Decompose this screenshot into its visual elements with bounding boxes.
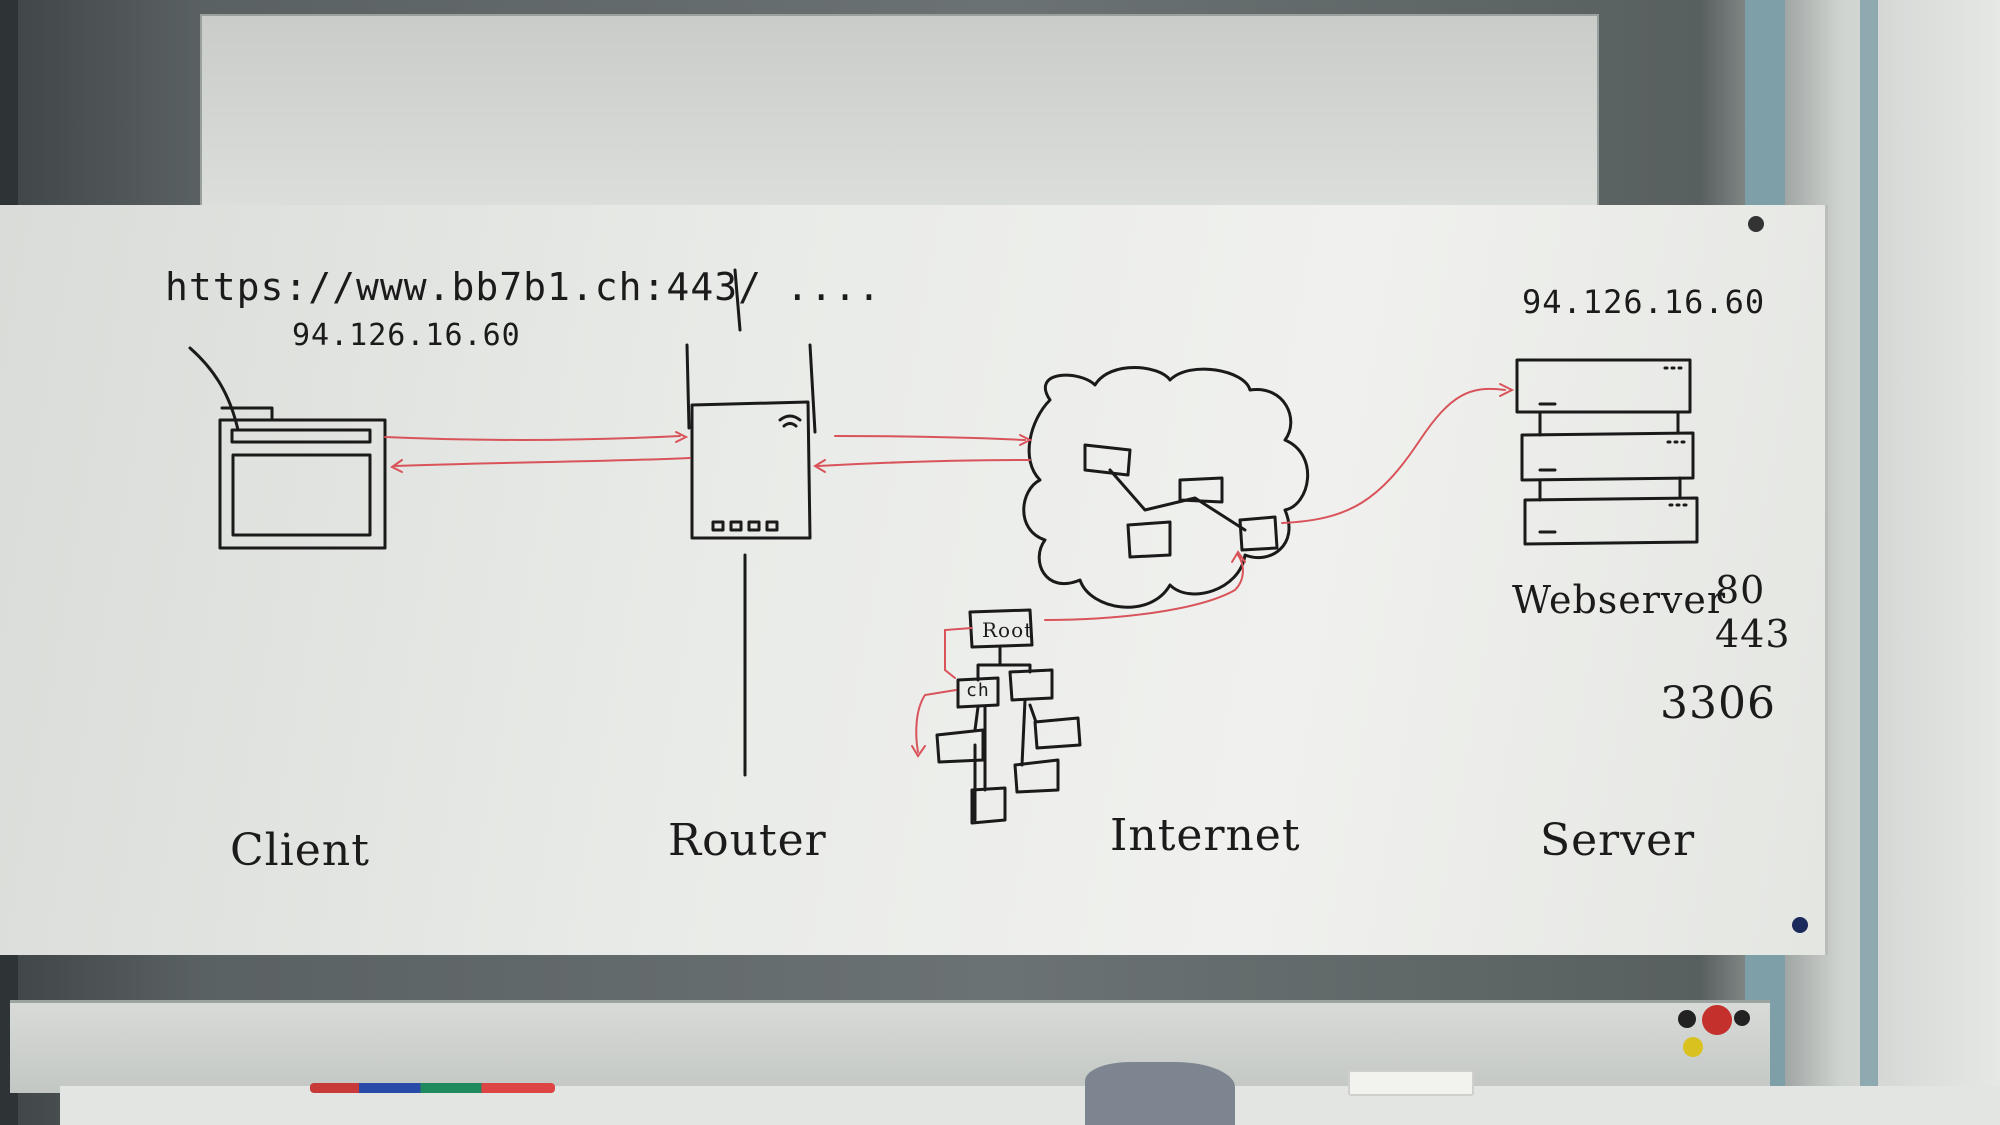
magnet-red (1702, 1005, 1732, 1035)
url-label: https://www.bb7b1.ch:443/ .... (165, 265, 882, 309)
port-80-label: 80 (1715, 568, 1766, 612)
root-to-ch-arrow (944, 627, 973, 679)
router-to-client-arrow (394, 457, 691, 467)
magnet-black-2 (1734, 1010, 1750, 1026)
server-section-label: Server (1540, 815, 1696, 866)
client-to-router-arrow (384, 435, 681, 441)
server-ip-label: 94.126.16.60 (1522, 283, 1766, 321)
markers (310, 1083, 555, 1093)
magnet-yellow (1683, 1037, 1703, 1057)
cloth (1085, 1062, 1235, 1125)
router-device (685, 268, 817, 777)
red-connection-lines (384, 383, 1515, 758)
magnet-black-1 (1678, 1010, 1696, 1028)
dns-root-label: Root (982, 618, 1034, 642)
port-3306-label: 3306 (1660, 678, 1776, 729)
magnet-blue (1792, 917, 1808, 933)
webserver-label: Webserver (1512, 578, 1727, 622)
upper-whiteboard (200, 14, 1599, 218)
dns-tree (935, 608, 1082, 825)
internet-to-router-arrow (817, 459, 1031, 467)
magnet-top-right (1748, 216, 1764, 232)
router-to-internet-arrow (834, 435, 1026, 441)
internet-to-server-arrow (1281, 387, 1506, 524)
client-section-label: Client (230, 825, 370, 876)
eraser (1348, 1070, 1474, 1096)
router-section-label: Router (668, 815, 827, 866)
root-to-internet-arrow (1044, 554, 1244, 621)
server-rack (1515, 358, 1699, 546)
internet-cloud (1022, 366, 1310, 609)
dns-ch-label: ch (966, 680, 990, 701)
internet-section-label: Internet (1110, 810, 1301, 861)
frame-post-far-right (1860, 0, 1878, 1125)
ch-to-client-arrow (915, 689, 957, 753)
client-browser-window (188, 346, 387, 550)
marker-tray (10, 1000, 1770, 1093)
port-443-label: 443 (1715, 612, 1791, 656)
client-ip-label: 94.126.16.60 (292, 318, 521, 353)
whiteboard (0, 205, 1828, 955)
